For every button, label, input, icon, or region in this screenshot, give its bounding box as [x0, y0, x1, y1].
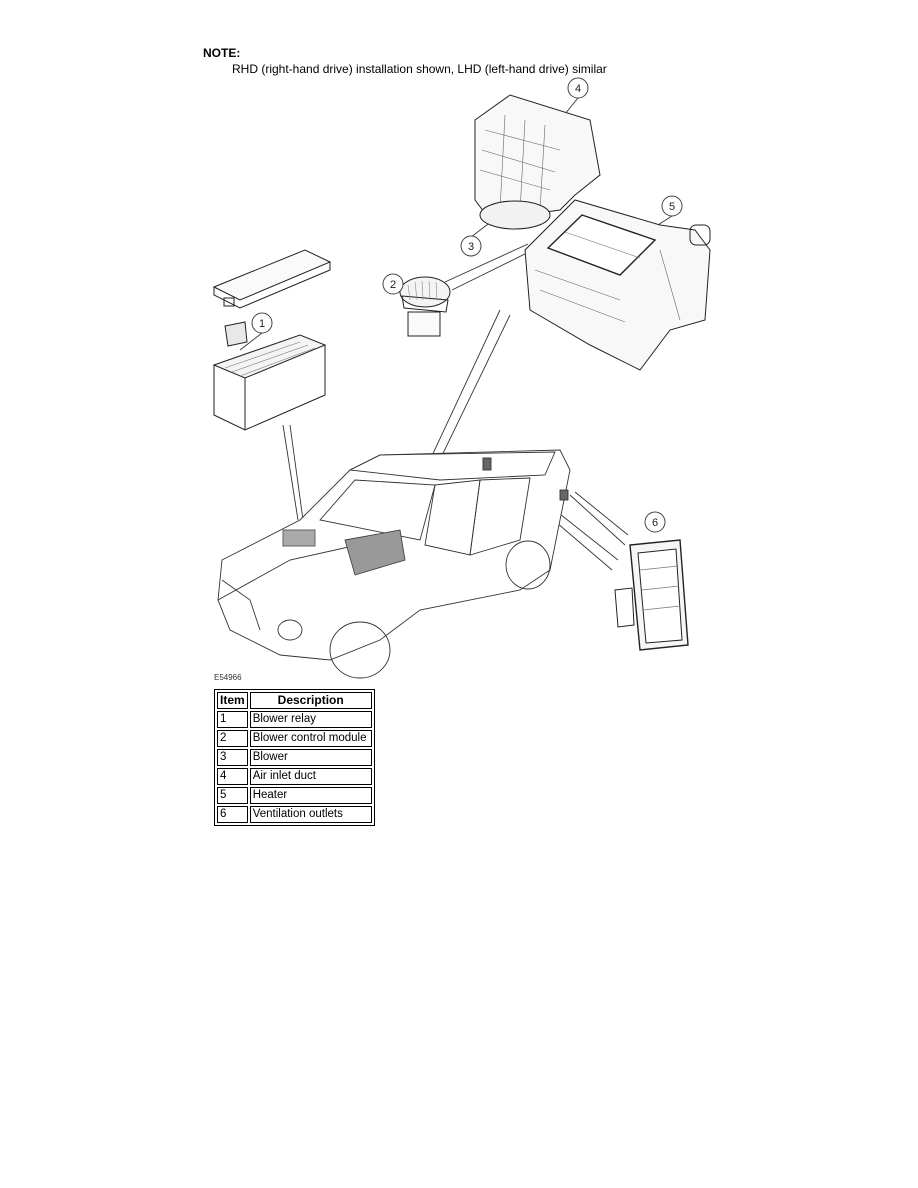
- callout-1: 1: [259, 318, 265, 330]
- table-row: 2 Blower control module: [217, 730, 372, 747]
- table-row: 1 Blower relay: [217, 711, 372, 728]
- heater-drawing: [524, 199, 711, 371]
- callout-3: 3: [468, 241, 474, 253]
- figure-id: E54966: [214, 673, 242, 682]
- fusebox-drawing: [212, 334, 327, 431]
- item-description: Heater: [249, 787, 372, 804]
- vehicle-drawing: [217, 449, 571, 679]
- blower-control-module-drawing: [399, 276, 451, 337]
- note-text: RHD (right-hand drive) installation show…: [232, 62, 607, 76]
- item-description: Air inlet duct: [249, 768, 372, 785]
- item-number: 6: [217, 806, 248, 823]
- item-number: 5: [217, 787, 248, 804]
- fusebox-cover-drawing: [212, 249, 332, 309]
- item-number: 2: [217, 730, 248, 747]
- header-description: Description: [249, 692, 372, 709]
- legend-table: Item Description 1 Blower relay 2 Blower…: [214, 689, 375, 826]
- item-description: Blower control module: [249, 730, 372, 747]
- item-number: 3: [217, 749, 248, 766]
- table-row: 5 Heater: [217, 787, 372, 804]
- legend-header-row: Item Description: [217, 692, 372, 709]
- item-description: Ventilation outlets: [249, 806, 372, 823]
- item-description: Blower: [249, 749, 372, 766]
- item-number: 4: [217, 768, 248, 785]
- callout-6: 6: [652, 517, 658, 529]
- item-number: 1: [217, 711, 248, 728]
- table-row: 3 Blower: [217, 749, 372, 766]
- note-title: NOTE:: [203, 46, 241, 60]
- item-description: Blower relay: [249, 711, 372, 728]
- callouts: [251, 77, 683, 533]
- air-inlet-duct-drawing: [474, 94, 601, 230]
- callout-5: 5: [669, 201, 675, 213]
- blower-relay-drawing: [224, 321, 248, 347]
- callout-2: 2: [390, 279, 396, 291]
- header-item: Item: [217, 692, 248, 709]
- ventilation-outlet-drawing: [614, 539, 689, 651]
- table-row: 6 Ventilation outlets: [217, 806, 372, 823]
- table-row: 4 Air inlet duct: [217, 768, 372, 785]
- callout-4: 4: [575, 83, 581, 95]
